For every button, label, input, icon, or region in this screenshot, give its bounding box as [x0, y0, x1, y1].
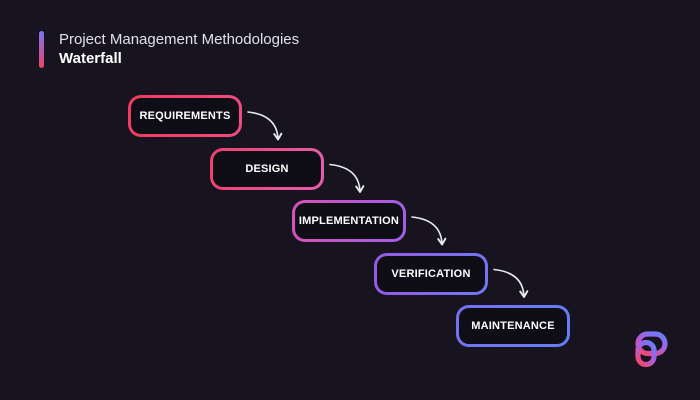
arrow-verification-to-maintenance — [493, 268, 529, 298]
header-text: Project Management Methodologies Waterfa… — [59, 31, 299, 68]
stage-box-requirements: REQUIREMENTS — [128, 95, 242, 137]
stage-box-implementation: IMPLEMENTATION — [292, 200, 406, 242]
stage-box-fill: REQUIREMENTS — [131, 98, 239, 134]
arrow-implementation-to-verification — [411, 216, 447, 246]
stage-label: DESIGN — [245, 163, 289, 175]
arrow-design-to-implementation — [329, 163, 365, 193]
stage-box-maintenance: MAINTENANCE — [456, 305, 570, 347]
header-accent-bar — [39, 31, 44, 68]
stage-label: VERIFICATION — [391, 268, 471, 280]
header: Project Management Methodologies Waterfa… — [39, 31, 299, 68]
stage-box-fill: MAINTENANCE — [459, 308, 567, 344]
page-subtitle: Waterfall — [59, 50, 122, 67]
stage-label: REQUIREMENTS — [139, 110, 231, 122]
stage-box-fill: VERIFICATION — [377, 256, 485, 292]
stage-box-fill: DESIGN — [213, 151, 321, 187]
stage-label: IMPLEMENTATION — [298, 215, 400, 227]
stage-box-design: DESIGN — [210, 148, 324, 190]
brand-logo-icon — [635, 331, 668, 368]
stage-label: MAINTENANCE — [471, 320, 555, 332]
arrow-requirements-to-design — [247, 111, 283, 141]
stage-box-verification: VERIFICATION — [374, 253, 488, 295]
stage-box-fill: IMPLEMENTATION — [295, 203, 403, 239]
page-title: Project Management Methodologies — [59, 31, 300, 48]
